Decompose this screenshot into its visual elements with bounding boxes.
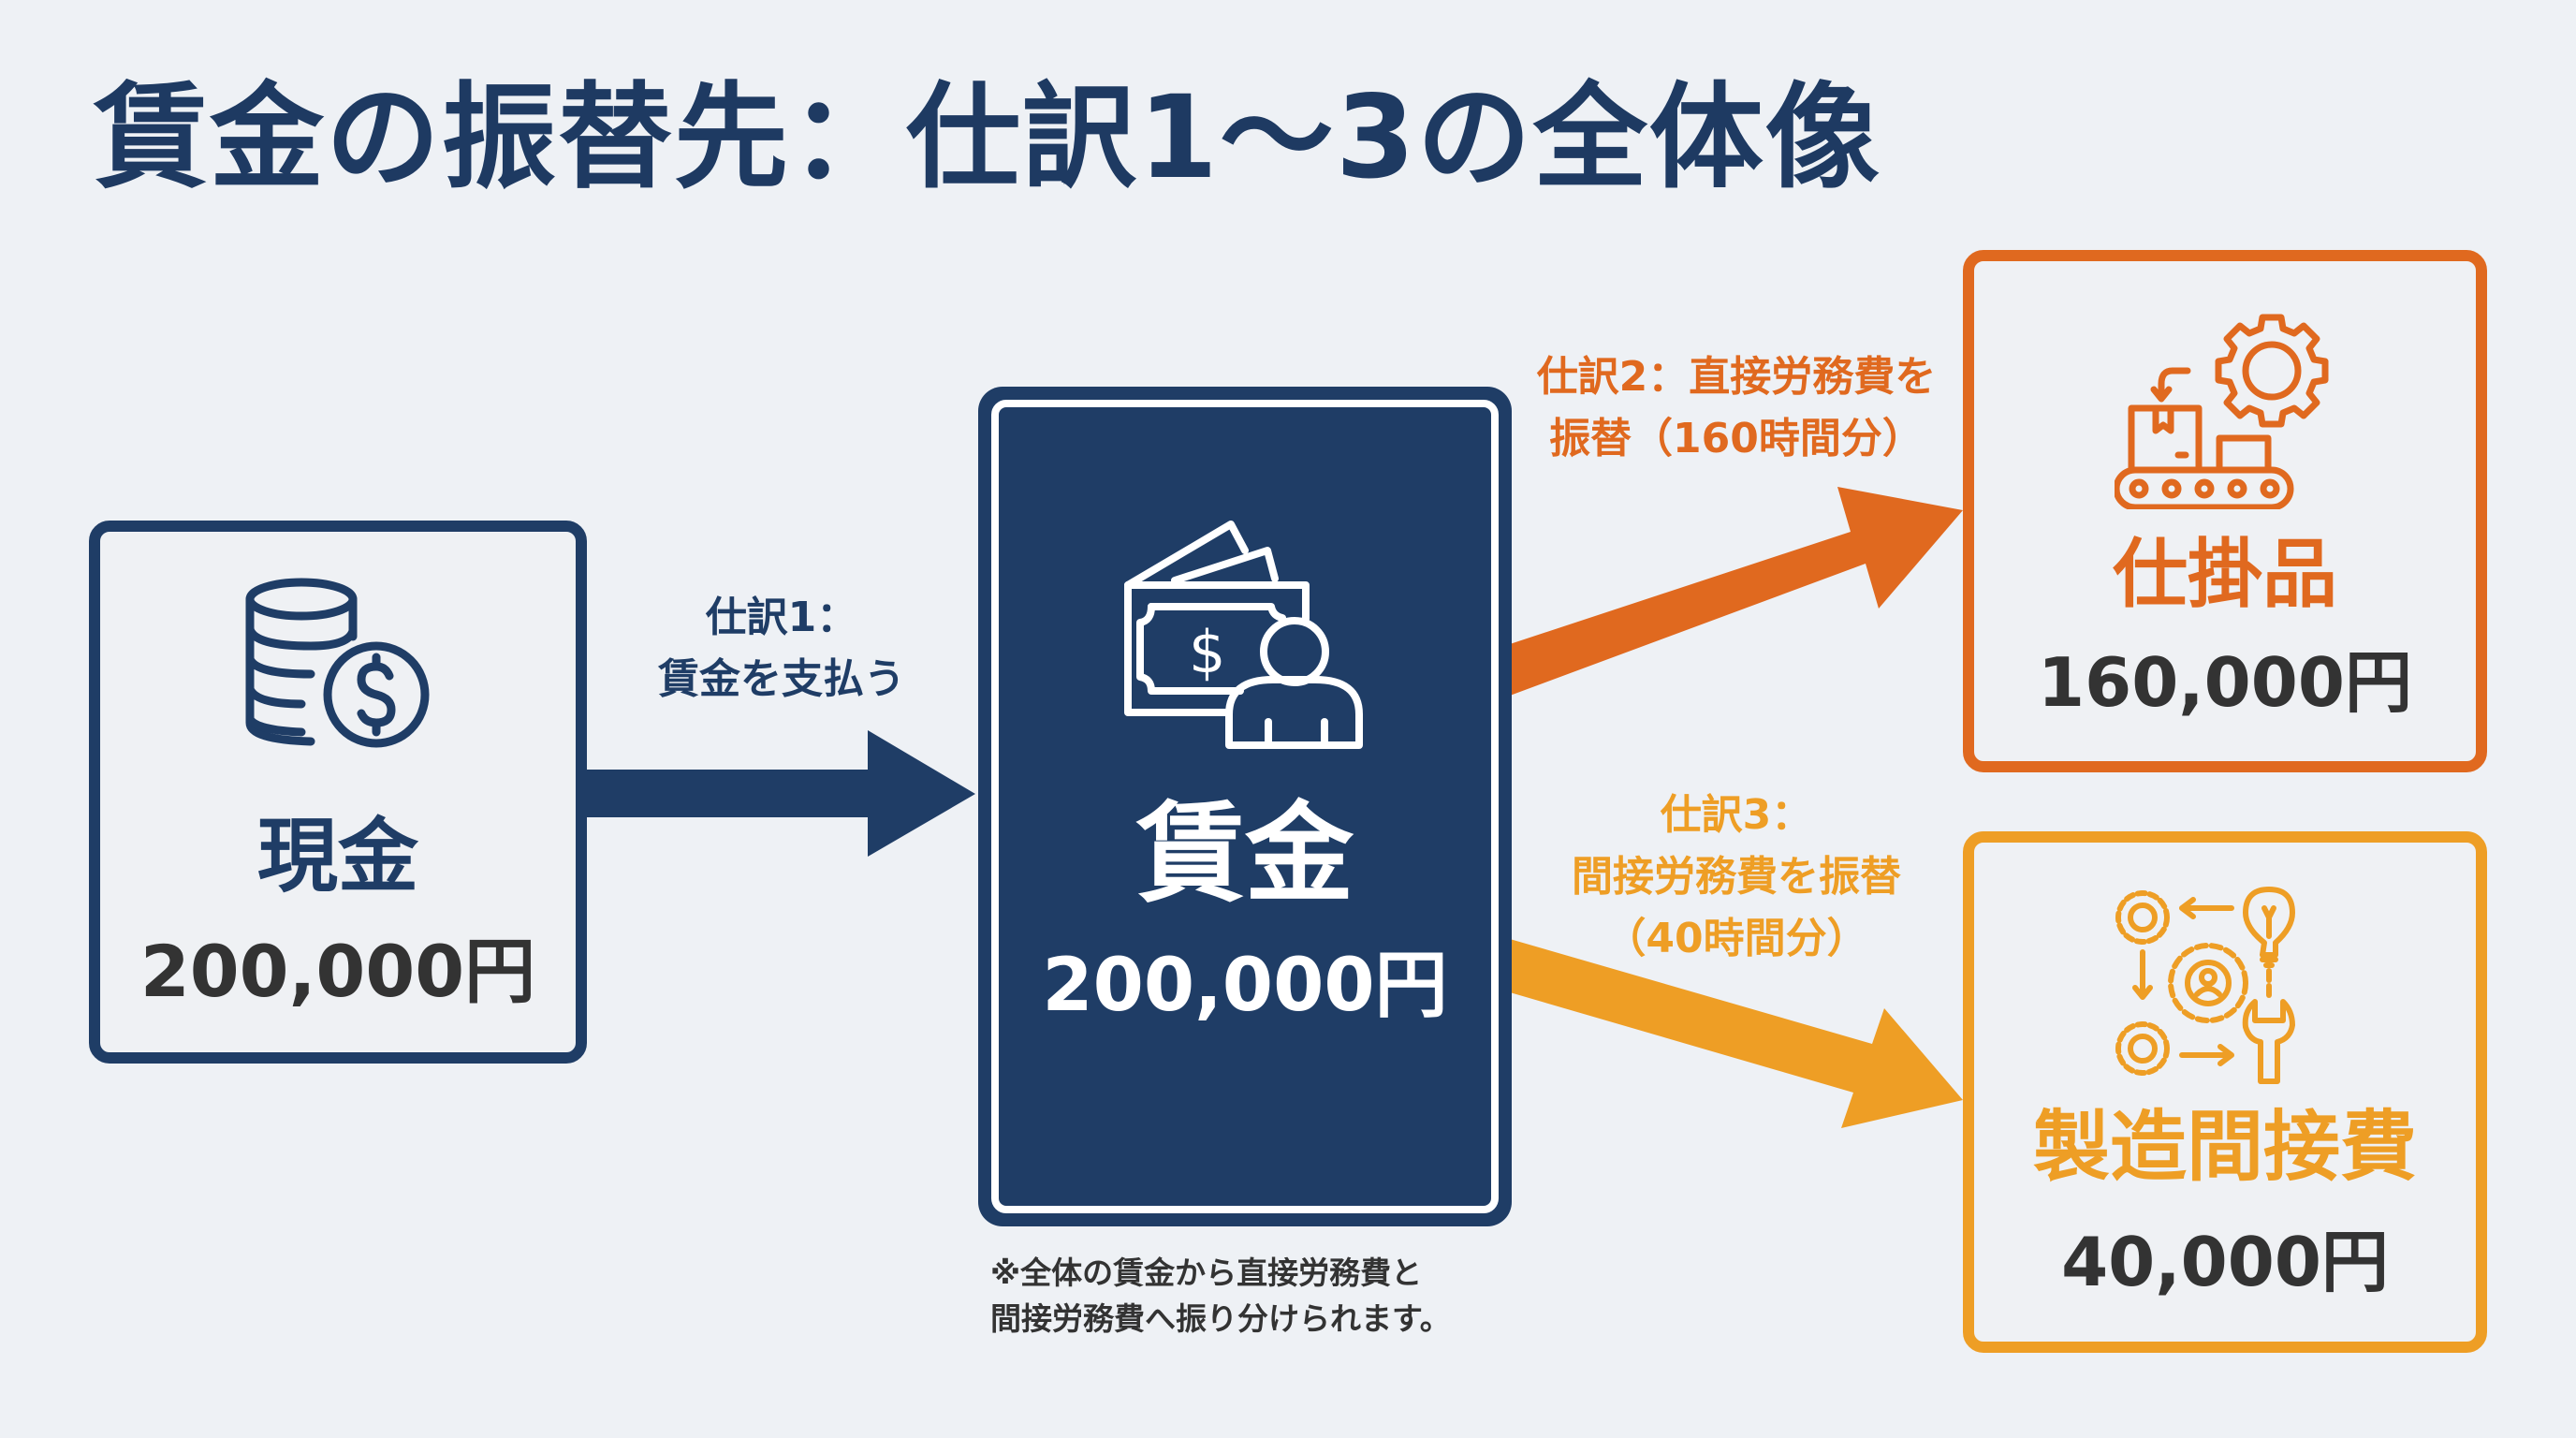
cash-payment-person-icon: $ bbox=[1124, 521, 1363, 749]
wages-account-box: $ 賃金 200,000円 bbox=[978, 387, 1512, 1226]
wages-box-inner-frame bbox=[991, 400, 1499, 1213]
entry-3-description: 間接労務費を振替 bbox=[1572, 853, 1901, 901]
entry-3-hours: （40時間分） bbox=[1604, 915, 1868, 962]
cash-account-box: 現金 200,000円 bbox=[89, 521, 587, 1064]
wip-account-box: 仕掛品 160,000円 bbox=[1963, 250, 2487, 772]
wip-account-amount: 160,000円 bbox=[2038, 643, 2412, 722]
entry-1-description: 賃金を支払う bbox=[658, 655, 905, 703]
wages-account-amount: 200,000円 bbox=[1042, 944, 1448, 1028]
entry-3-title: 仕訳3： bbox=[1660, 791, 1813, 839]
wages-account-name: 賃金 bbox=[1136, 791, 1354, 917]
entry-3-label: 仕訳3： 間接労務費を振替 （40時間分） bbox=[1535, 785, 1938, 970]
overhead-account-name: 製造間接費 bbox=[2032, 1103, 2417, 1192]
arrow-entry-3 bbox=[1510, 939, 1963, 1128]
arrow-entry-2 bbox=[1510, 487, 1963, 696]
wip-account-name: 仕掛品 bbox=[2113, 531, 2337, 618]
entry-2-description: 振替（160時間分） bbox=[1549, 415, 1924, 462]
cash-account-amount: 200,000円 bbox=[139, 930, 536, 1013]
overhead-account-amount: 40,000円 bbox=[2061, 1223, 2389, 1301]
cash-account-name: 現金 bbox=[257, 810, 418, 903]
entry-2-label: 仕訳2：直接労務費を 振替（160時間分） bbox=[1507, 346, 1966, 470]
entry-1-label: 仕訳1： 賃金を支払う bbox=[599, 587, 964, 711]
entry-2-title: 仕訳2：直接労務費を bbox=[1536, 353, 1937, 401]
allocation-note: ※全体の賃金から直接労務費と 間接労務費へ振り分けられます。 bbox=[990, 1250, 1451, 1342]
arrow-entry-1 bbox=[587, 730, 975, 857]
svg-text:$: $ bbox=[1189, 618, 1225, 686]
overhead-account-box: 製造間接費 40,000円 bbox=[1963, 831, 2487, 1353]
gears-lightbulb-wrench-icon bbox=[2115, 887, 2295, 1084]
coin-stack-dollar-icon bbox=[245, 578, 430, 748]
note-line-2: 間接労務費へ振り分けられます。 bbox=[990, 1300, 1451, 1337]
entry-1-title: 仕訳1： bbox=[705, 594, 858, 641]
page-title: 賃金の振替先：仕訳1〜3の全体像 bbox=[94, 71, 1881, 204]
note-line-1: ※全体の賃金から直接労務費と bbox=[990, 1255, 1423, 1291]
conveyor-gear-icon bbox=[2115, 314, 2329, 509]
